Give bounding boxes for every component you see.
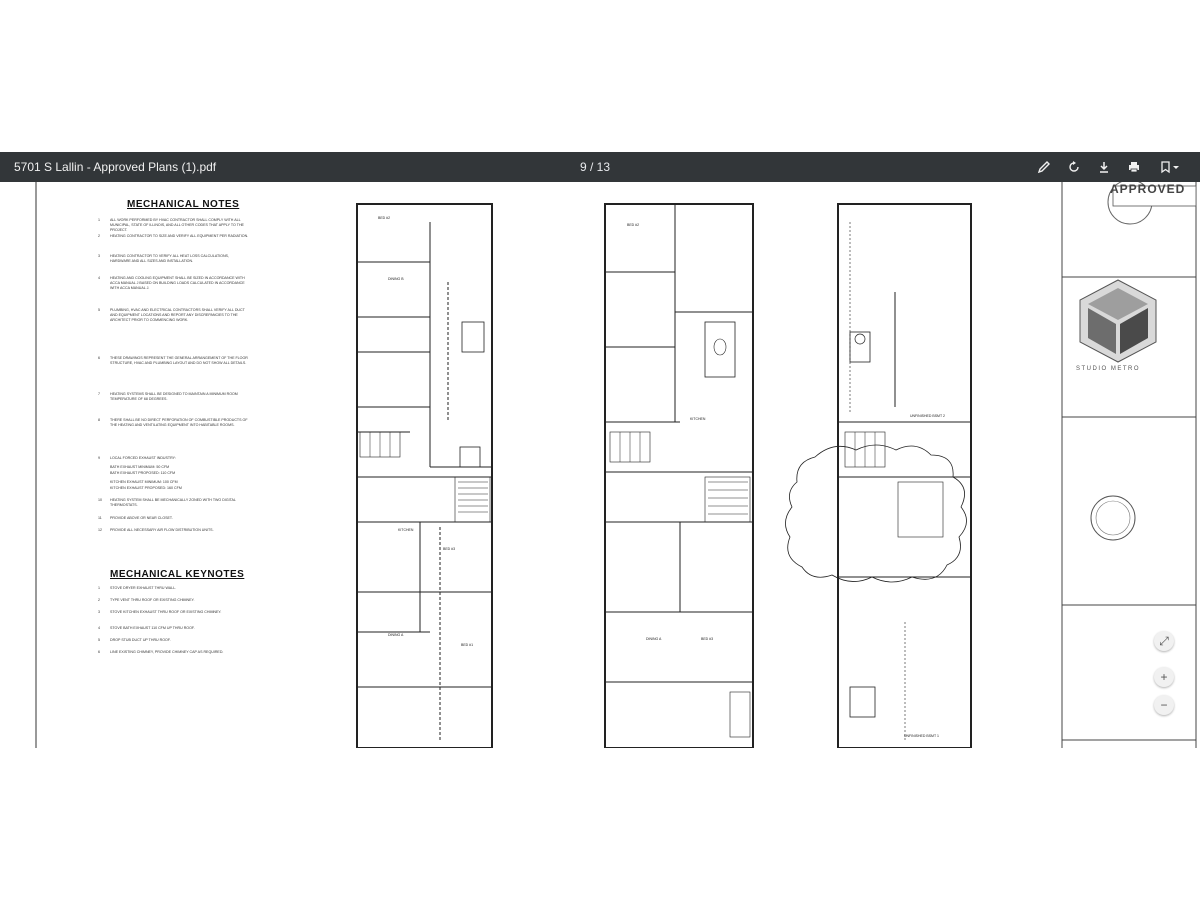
svg-text:UNFINISHED BSMT 2: UNFINISHED BSMT 2 [910, 414, 945, 418]
svg-text:DINING A: DINING A [646, 637, 662, 641]
svg-text:BED #2: BED #2 [627, 223, 639, 227]
page-indicator[interactable]: 9 / 13 [580, 160, 611, 174]
pen-icon[interactable] [1034, 157, 1054, 177]
svg-text:BED #3: BED #3 [701, 637, 713, 641]
download-icon[interactable] [1094, 157, 1114, 177]
svg-text:BED #2: BED #2 [378, 216, 390, 220]
floor-plans: BED #2 DINING B KITCHEN BED #3 DINING A … [356, 182, 1197, 748]
print-icon[interactable] [1124, 157, 1144, 177]
svg-text:BED #1: BED #1 [461, 643, 473, 647]
floor-plan-2 [604, 203, 754, 748]
svg-text:KITCHEN: KITCHEN [690, 417, 706, 421]
zoom-in-button[interactable]: + [1154, 667, 1174, 687]
svg-text:UNFINISHED BSMT 1: UNFINISHED BSMT 1 [904, 734, 939, 738]
rotate-icon[interactable] [1064, 157, 1084, 177]
zoom-out-button[interactable]: − [1154, 695, 1174, 715]
svg-text:KITCHEN: KITCHEN [398, 528, 414, 532]
floor-plan-1 [356, 203, 493, 748]
fit-page-button[interactable]: ⤢ [1154, 631, 1174, 651]
mechanical-keynotes-title: MECHANICAL KEYNOTES [110, 569, 245, 580]
svg-text:DINING A: DINING A [388, 633, 404, 637]
bookmark-icon[interactable] [1156, 157, 1184, 177]
mechanical-notes-title: MECHANICAL NOTES [127, 199, 240, 210]
document-title: 5701 S Lallin - Approved Plans (1).pdf [14, 160, 217, 174]
svg-text:DINING B: DINING B [388, 277, 404, 281]
sheet-frame [35, 182, 1197, 748]
approved-stamp: APPROVED [1110, 182, 1186, 196]
pdf-toolbar: 5701 S Lallin - Approved Plans (1).pdf 9… [0, 152, 1200, 182]
studio-metro-logo [1079, 279, 1157, 363]
svg-text:BED #3: BED #3 [443, 547, 455, 551]
firm-name: STUDIO METRO [1076, 366, 1140, 372]
floor-plan-3 [785, 203, 972, 748]
